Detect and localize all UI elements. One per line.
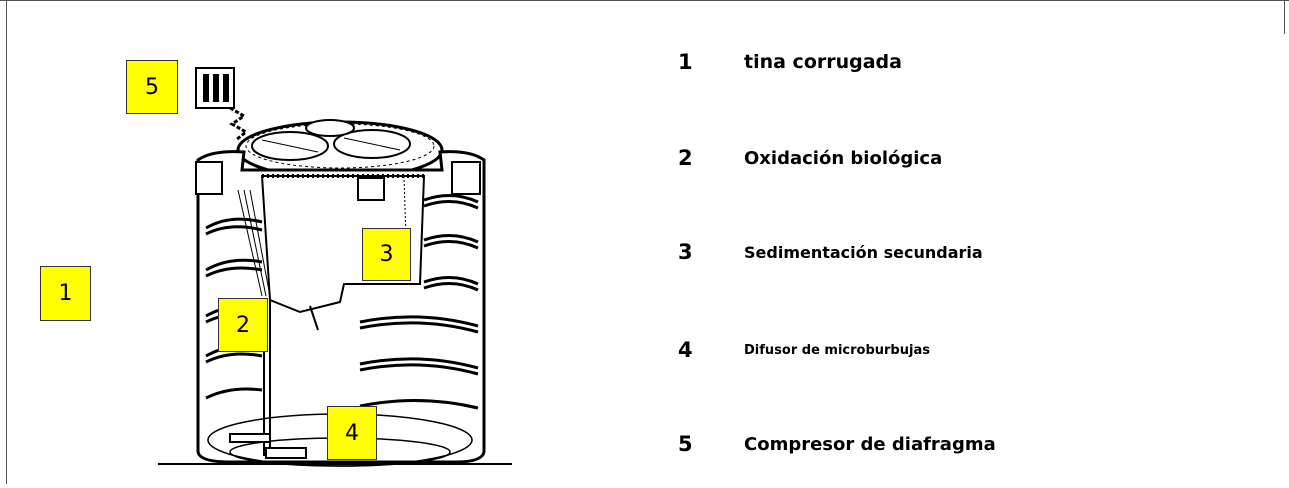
legend-label: tina corrugada — [744, 51, 902, 73]
marker-1: 1 — [40, 266, 91, 321]
marker-3: 3 — [362, 228, 411, 281]
legend-number: 4 — [678, 338, 693, 362]
frame-top-border — [0, 0, 1289, 1]
legend-label: Sedimentación secundaria — [744, 242, 983, 262]
diffuser-icon — [229, 433, 307, 459]
frame-right-border — [1284, 0, 1285, 34]
tank-illustration — [158, 67, 512, 467]
tank-diagram: 1 2 3 4 5 — [0, 0, 640, 484]
legend-number: 3 — [678, 240, 693, 264]
compressor-icon — [195, 67, 249, 142]
legend-number: 1 — [678, 50, 693, 74]
marker-5: 5 — [126, 60, 178, 114]
legend-number: 5 — [678, 432, 693, 456]
legend-label: Difusor de microburbujas — [744, 342, 930, 358]
marker-2: 2 — [218, 298, 268, 352]
legend-label: Oxidación biológica — [744, 147, 943, 169]
legend-number: 2 — [678, 146, 693, 170]
frame-left-border — [6, 0, 7, 484]
marker-4: 4 — [327, 406, 377, 460]
tank-lid — [236, 119, 444, 180]
legend-label: Compresor de diafragma — [744, 433, 996, 455]
aeration-pipes — [237, 189, 271, 456]
